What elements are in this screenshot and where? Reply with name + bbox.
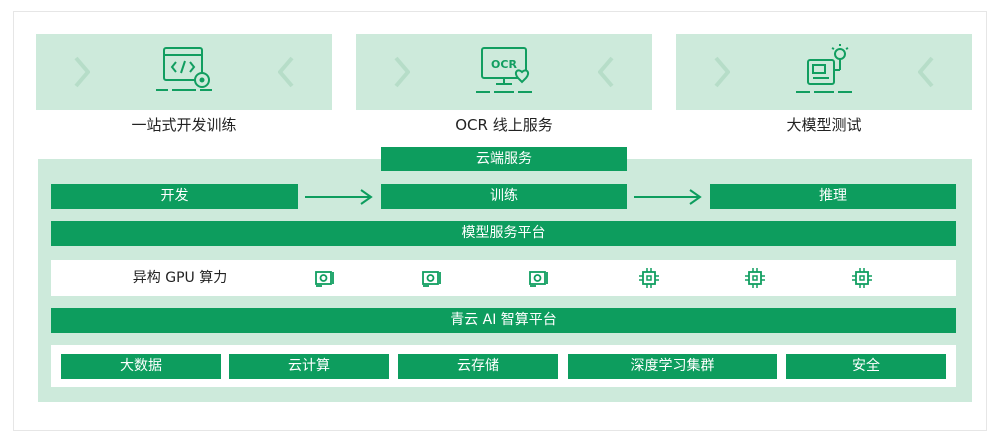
chevron-left-icon xyxy=(278,56,294,88)
pipeline-step-inference: 推理 xyxy=(710,184,956,209)
code-window-gear-icon xyxy=(156,47,212,91)
gpu-compute-label: 异构 GPU 算力 xyxy=(132,270,228,286)
gpu-card-icon xyxy=(315,271,334,287)
model-test-lightbulb-icon xyxy=(796,44,852,93)
ocr-icon-text: OCR xyxy=(491,58,517,71)
card-dev-training xyxy=(36,34,332,110)
infra-big-data: 大数据 xyxy=(61,354,221,379)
card-label-dev-training: 一站式开发训练 xyxy=(131,116,237,134)
card-label-model-test: 大模型测试 xyxy=(786,116,862,134)
gpu-compute-row: 异构 GPU 算力 xyxy=(51,260,956,296)
infra-security: 安全 xyxy=(786,354,946,379)
infrastructure-row: 大数据 云计算 云存储 深度学习集群 安全 xyxy=(51,345,956,387)
chevron-left-icon xyxy=(598,56,614,88)
ai-compute-platform-bar: 青云 AI 智算平台 xyxy=(51,308,956,333)
cloud-service-bar: 云端服务 xyxy=(381,147,627,171)
gpu-card-icon xyxy=(422,271,441,287)
chevron-right-icon xyxy=(394,56,410,88)
right-arrow-icon xyxy=(634,189,702,205)
ocr-monitor-heart-icon: OCR xyxy=(476,47,532,93)
infra-cloud-computing: 云计算 xyxy=(229,354,389,379)
card-model-test xyxy=(676,34,972,110)
model-service-platform-bar: 模型服务平台 xyxy=(51,221,956,246)
infra-cloud-storage: 云存储 xyxy=(398,354,558,379)
chip-icon xyxy=(745,268,765,288)
right-arrow-icon xyxy=(305,189,373,205)
chevron-right-icon xyxy=(714,56,730,88)
card-ocr-service: OCR xyxy=(356,34,652,110)
pipeline-step-train: 训练 xyxy=(381,184,627,209)
chevron-left-icon xyxy=(918,56,934,88)
chip-icon xyxy=(852,268,872,288)
infra-deep-learning-cluster: 深度学习集群 xyxy=(568,354,777,379)
gpu-card-icon xyxy=(529,271,548,287)
pipeline-step-develop: 开发 xyxy=(51,184,298,209)
chip-icon xyxy=(639,268,659,288)
chevron-right-icon xyxy=(74,56,90,88)
card-label-ocr-service: OCR 线上服务 xyxy=(455,116,553,134)
